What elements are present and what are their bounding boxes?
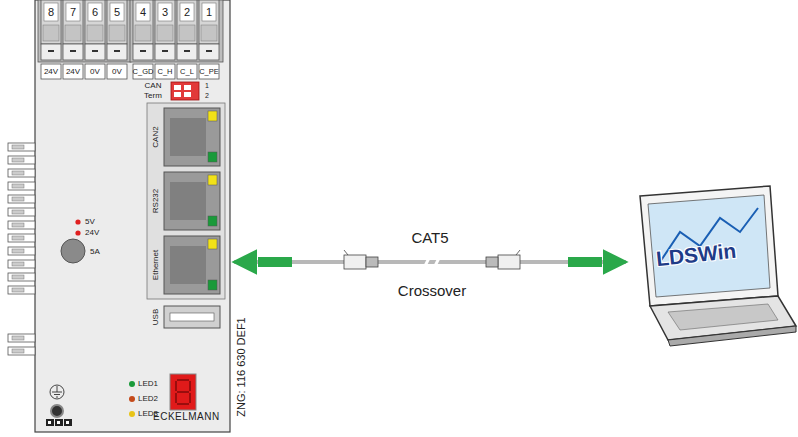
led-24v bbox=[75, 230, 80, 235]
port-label: Ethernet bbox=[152, 250, 161, 280]
controller: ECKELMANN bbox=[35, 0, 232, 432]
brand-name: ECKELMANN bbox=[153, 411, 220, 422]
terminal-name: C_H bbox=[157, 68, 172, 76]
arrow-shaft bbox=[258, 257, 292, 267]
seven-segment bbox=[170, 374, 196, 410]
laptop bbox=[640, 186, 796, 346]
software-name: LDSWin bbox=[655, 239, 737, 270]
terminal-number: 8 bbox=[48, 6, 54, 18]
cable-type: Crossover bbox=[398, 283, 466, 300]
led3 bbox=[129, 411, 135, 417]
led1 bbox=[129, 381, 135, 387]
terminal-number: 3 bbox=[162, 6, 168, 18]
cable-label: CAT5 bbox=[411, 230, 448, 247]
power-label: 5A bbox=[90, 248, 100, 257]
led2 bbox=[129, 396, 135, 402]
arrow-shaft bbox=[568, 257, 602, 267]
dip-switch bbox=[171, 82, 199, 100]
ports bbox=[147, 103, 225, 328]
terminal-name: 24V bbox=[44, 68, 58, 77]
switch-label: CAN bbox=[145, 82, 162, 91]
rj45-plug bbox=[486, 250, 520, 269]
side-pins bbox=[8, 143, 35, 355]
jack bbox=[51, 405, 63, 417]
switch-label: 2 bbox=[205, 92, 209, 100]
power-label: 5V bbox=[85, 218, 95, 227]
led-label: LED2 bbox=[138, 395, 158, 404]
terminal-name: 0V bbox=[112, 68, 122, 77]
part-number: ZNG: 116 630 DEF1 bbox=[235, 317, 247, 416]
controller-housing bbox=[35, 0, 230, 432]
terminal-name: 24V bbox=[66, 68, 80, 77]
terminal-number: 1 bbox=[206, 6, 212, 18]
terminal-name: C_L bbox=[180, 68, 194, 76]
ground-symbol bbox=[50, 385, 64, 399]
network-cable bbox=[234, 260, 626, 264]
switch-label: Term bbox=[144, 92, 162, 101]
fuse bbox=[61, 239, 85, 263]
port-label: RS232 bbox=[152, 189, 161, 213]
laptop-pc: LDSWin bbox=[628, 185, 796, 350]
port-label: CAN2 bbox=[152, 126, 161, 147]
terminal-number: 2 bbox=[184, 6, 190, 18]
terminal-name: 0V bbox=[90, 68, 100, 77]
port-label: USB bbox=[152, 309, 161, 325]
led-5v bbox=[75, 219, 80, 224]
terminal-name: C_GD bbox=[133, 68, 154, 76]
terminal-number: 7 bbox=[70, 6, 76, 18]
power-label: 24V bbox=[85, 229, 99, 238]
logo bbox=[46, 419, 72, 426]
rj45-plug bbox=[344, 250, 378, 269]
cable-break bbox=[424, 256, 440, 268]
terminal-name: C_PE bbox=[199, 68, 219, 76]
terminal-number: 5 bbox=[114, 6, 120, 18]
terminal-number: 6 bbox=[92, 6, 98, 18]
switch-label: 1 bbox=[205, 82, 209, 90]
led-label: LED1 bbox=[138, 380, 158, 389]
terminal-number: 4 bbox=[140, 6, 146, 18]
led-label: LED3 bbox=[138, 410, 158, 419]
terminal-block bbox=[38, 0, 223, 79]
